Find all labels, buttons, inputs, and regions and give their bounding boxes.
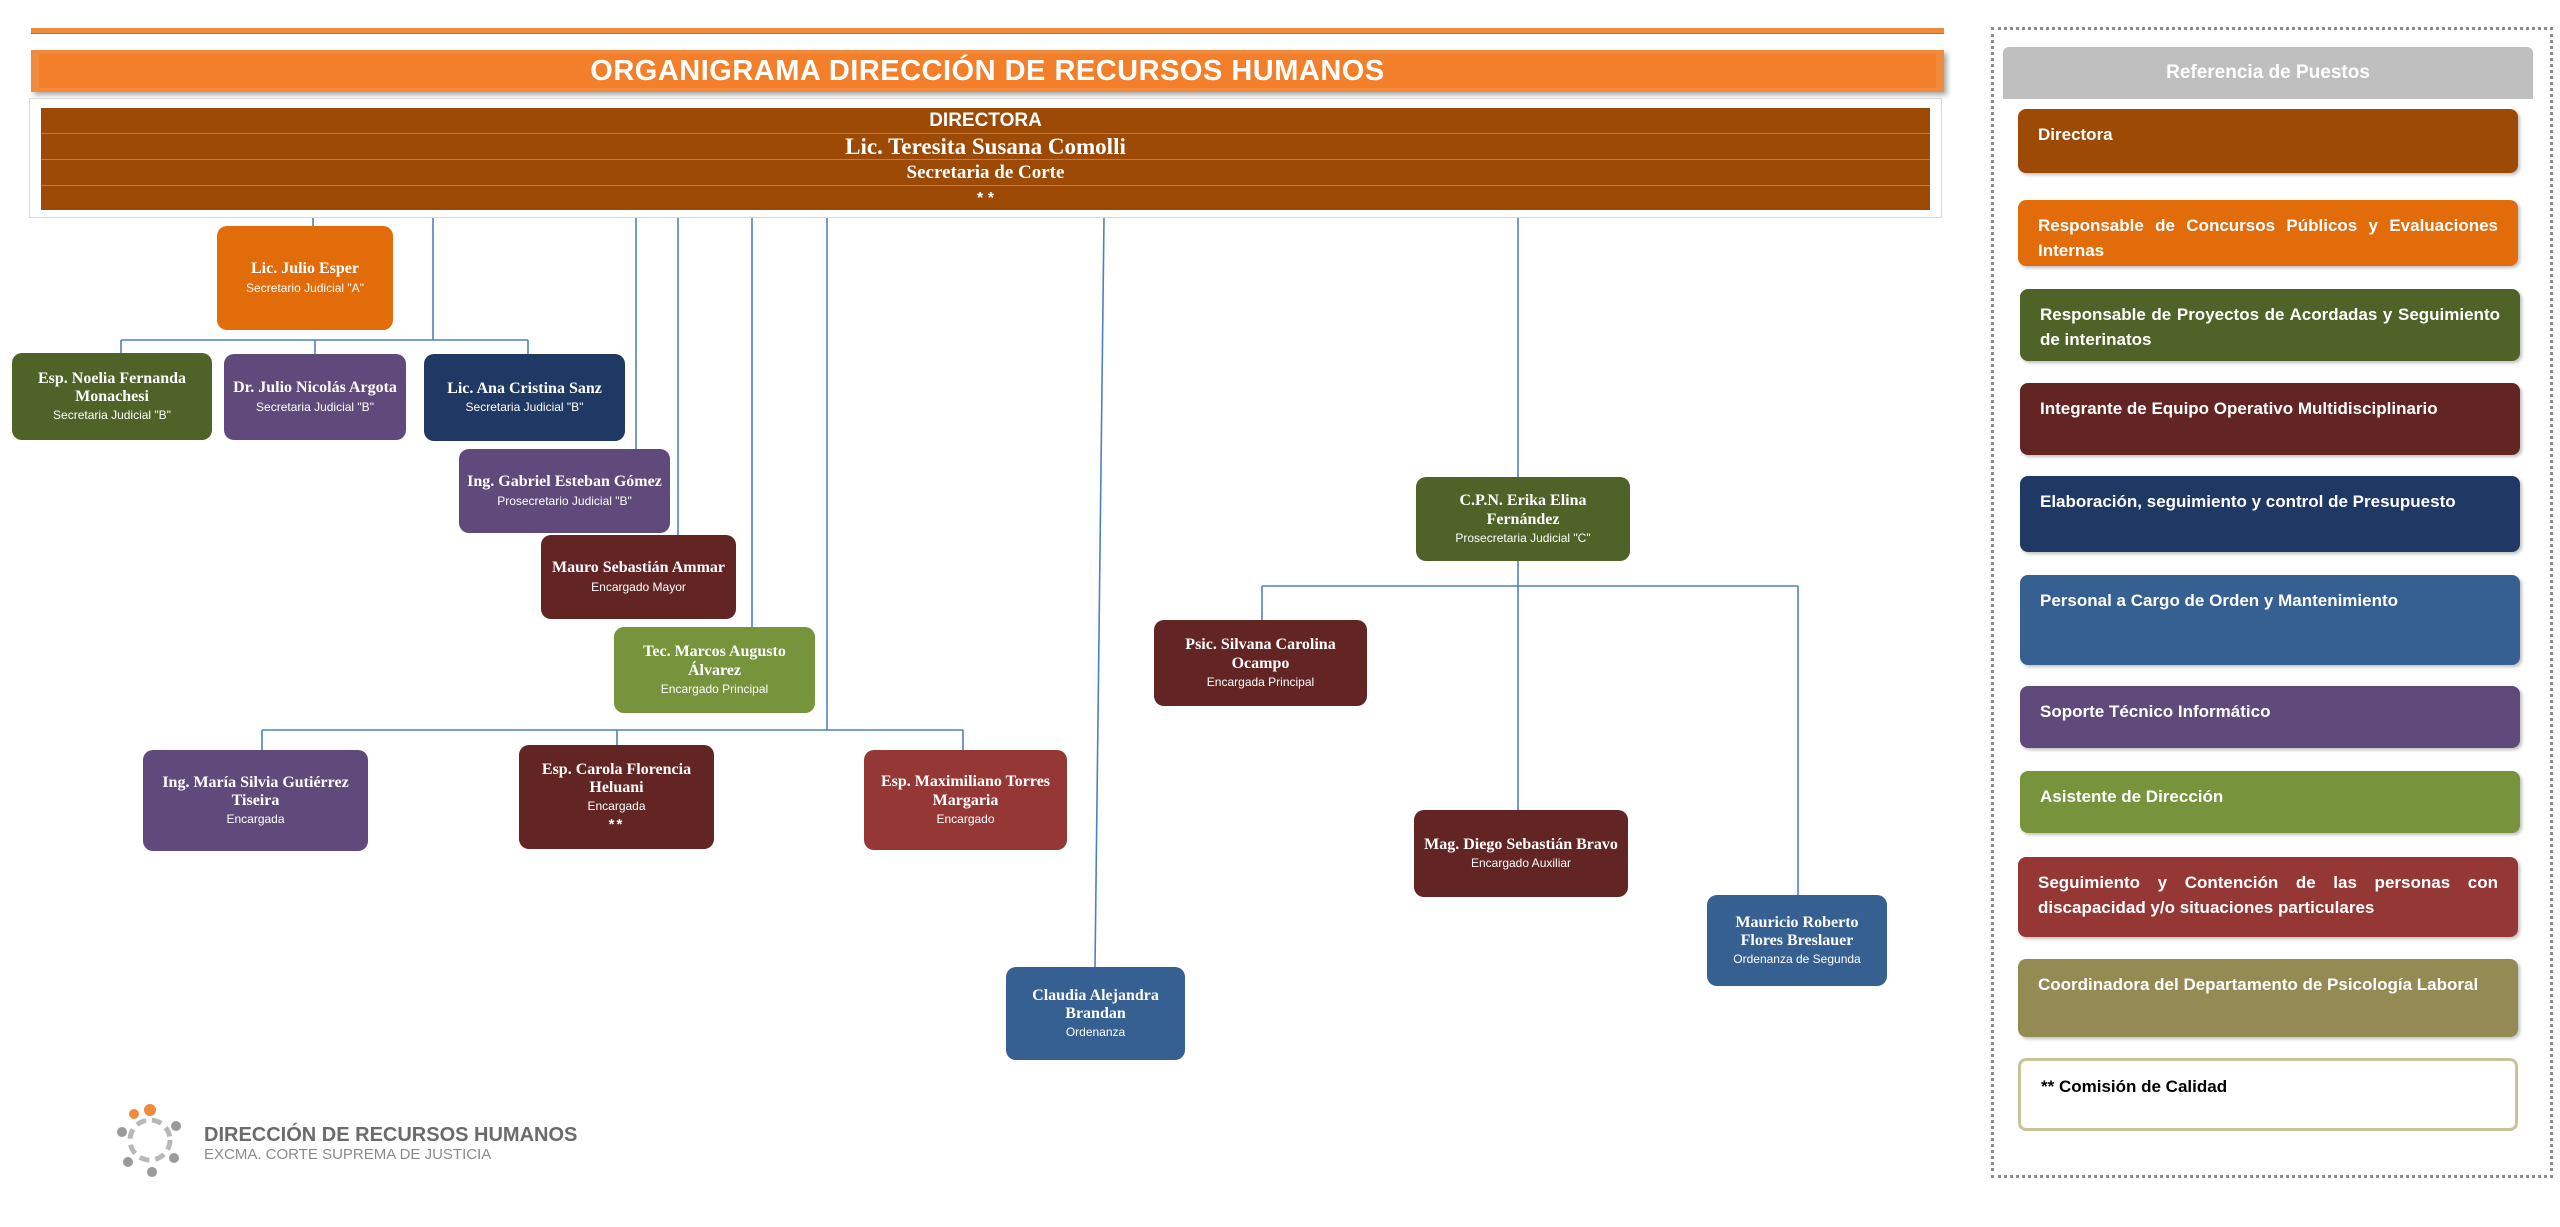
hr-logo-icon	[117, 1104, 181, 1177]
logo-subtitle: EXCMA. CORTE SUPREMA DE JUSTICIA	[204, 1146, 492, 1163]
node-role: Secretaria Judicial "B"	[256, 399, 374, 414]
director-role: DIRECTORA	[41, 108, 1930, 134]
director-mark: * *	[977, 190, 994, 207]
page-title-bar: ORGANIGRAMA DIRECCIÓN DE RECURSOS HUMANO…	[31, 50, 1944, 92]
node-name: Tec. Marcos Augusto Álvarez	[643, 643, 786, 679]
node-name: Ing. Gabriel Esteban Gómez	[467, 473, 662, 491]
node-name: Mag. Diego Sebastián Bravo	[1424, 835, 1618, 853]
node-role: Prosecretario Judicial "B"	[497, 493, 632, 508]
reference-item: Coordinadora del Departamento de Psicolo…	[2018, 959, 2518, 1037]
node-name: Lic. Ana Cristina Sanz	[447, 379, 602, 397]
node-role: Encargado Principal	[660, 681, 769, 696]
node-name: Esp. Maximiliano Torres Margaria	[880, 773, 1051, 809]
node-name: Lic. Julio Esper	[250, 260, 359, 278]
reference-item: Personal a Cargo de Orden y Mantenimient…	[2020, 575, 2520, 665]
logo-title: DIRECCIÓN DE RECURSOS HUMANOS	[204, 1124, 578, 1146]
reference-item: Asistente de Dirección	[2020, 771, 2520, 833]
reference-item: Responsable de Concursos Públicos y Eval…	[2018, 200, 2518, 266]
connector-line	[1094, 217, 1105, 968]
node-name: Claudia Alejandra Brandan	[1032, 986, 1159, 1023]
reference-item: Elaboración, seguimiento y control de Pr…	[2020, 476, 2520, 552]
node-role: Encargada Principal	[1206, 674, 1315, 689]
node-name: Dr. Julio Nicolás Argota	[233, 379, 397, 397]
node-name: Esp. Carola Florencia Heluani	[541, 760, 692, 796]
node-role: Prosecretaria Judicial "C"	[1455, 530, 1591, 545]
node-role: Secretaria Judicial "B"	[53, 408, 171, 423]
node-role: Encargada	[587, 799, 646, 814]
reference-item: ** Comisión de Calidad	[2018, 1058, 2518, 1131]
node-role: Ordenanza	[1065, 1025, 1126, 1040]
node-mark: **	[608, 816, 625, 834]
node-role: Ordenanza de Segunda	[1733, 952, 1861, 967]
reference-title: Referencia de Puestos	[2003, 47, 2533, 99]
director-position: Secretaria de Corte	[41, 160, 1930, 186]
node-role: Encargado	[936, 811, 995, 826]
reference-item: Directora	[2018, 109, 2518, 173]
reference-item: Responsable de Proyectos de Acordadas y …	[2020, 289, 2520, 361]
node-role: Encargado Mayor	[591, 579, 686, 594]
node-role: Secretaria Judicial "B"	[465, 400, 584, 415]
top-rule	[31, 28, 1944, 34]
node-name: Mauro Sebastián Ammar	[551, 559, 726, 577]
director-name: Lic. Teresita Susana Comolli	[41, 134, 1930, 160]
reference-item: Integrante de Equipo Operativo Multidisc…	[2020, 383, 2520, 455]
reference-panel	[1991, 27, 2553, 1178]
node-name: Mauricio Roberto Flores Breslauer	[1735, 913, 1859, 950]
node-name: C.P.N. Erika Elina Fernández	[1459, 492, 1587, 528]
node-name: Psic. Silvana Carolina Ocampo	[1185, 636, 1336, 672]
node-name: Esp. Noelia Fernanda Monachesi	[37, 369, 186, 406]
node-role: Secretario Judicial "A"	[246, 280, 364, 295]
director-box[interactable]: DIRECTORA Lic. Teresita Susana Comolli S…	[41, 108, 1930, 210]
page-title: ORGANIGRAMA DIRECCIÓN DE RECURSOS HUMANO…	[590, 55, 1385, 87]
node-role: Encargada	[226, 812, 285, 827]
node-role: Encargado Auxiliar	[1470, 856, 1572, 871]
reference-item: Soporte Técnico Informático	[2020, 686, 2520, 748]
reference-item: Seguimiento y Contención de las personas…	[2018, 857, 2518, 937]
node-name: Ing. María Silvia Gutiérrez Tiseira	[162, 773, 349, 810]
